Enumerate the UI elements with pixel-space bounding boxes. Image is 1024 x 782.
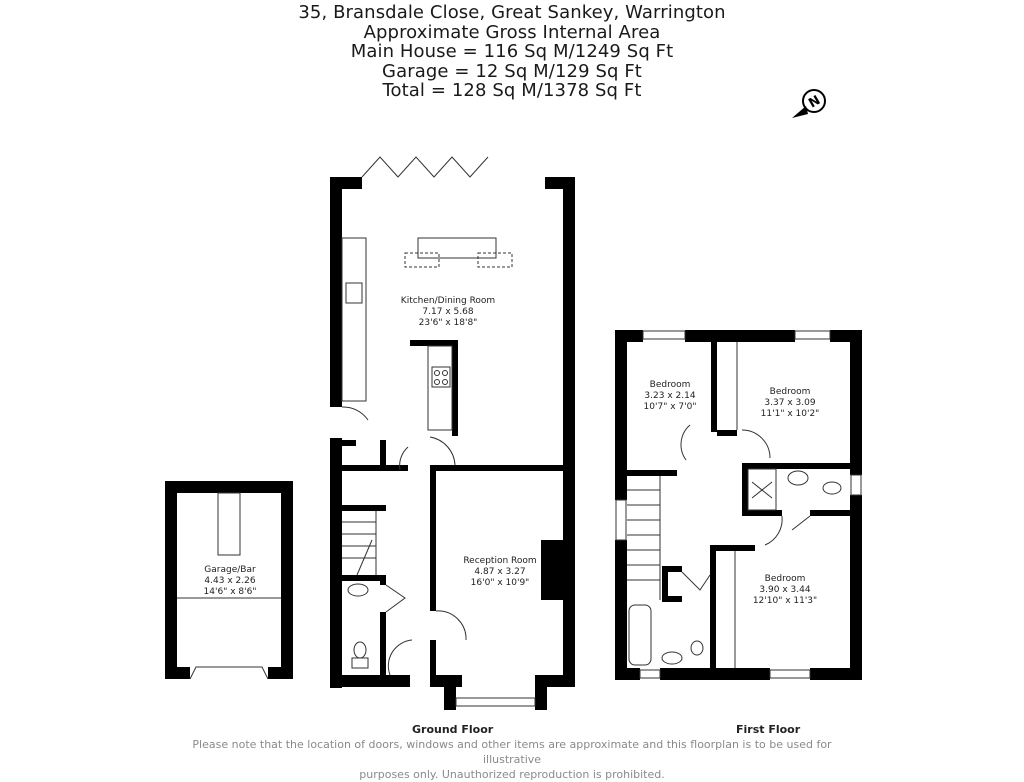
room-metric: 3.90 x 3.44 (759, 585, 811, 595)
room-imperial: 10'7" x 7'0" (643, 402, 697, 412)
room-imperial: 12'10" x 11'3" (752, 596, 818, 606)
disclaimer-line-1: Please note that the location of doors, … (192, 738, 832, 766)
first-floor-title: First Floor (736, 723, 801, 736)
room-name: Bedroom (649, 380, 691, 390)
room-imperial: 23'6" x 18'8" (418, 318, 478, 328)
disclaimer: Please note that the location of doors, … (170, 737, 854, 782)
room-metric: 4.87 x 3.27 (474, 567, 526, 577)
room-metric: 3.37 x 3.09 (764, 398, 816, 408)
room-name: Garage/Bar (204, 565, 256, 575)
room-label-garage: Garage/Bar 4.43 x 2.26 14'6" x 8'6" (178, 565, 282, 598)
room-label-reception: Reception Room 4.87 x 3.27 16'0" x 10'9" (440, 556, 560, 589)
room-metric: 4.43 x 2.26 (204, 576, 256, 586)
total-area: Total = 128 Sq M/1378 Sq Ft (382, 80, 642, 101)
room-label-kitchen: Kitchen/Dining Room 7.17 x 5.68 23'6" x … (388, 296, 508, 329)
room-name: Bedroom (764, 574, 806, 584)
room-label-bedroom-3: Bedroom 3.90 x 3.44 12'10" x 11'3" (740, 574, 830, 607)
area-subtitle: Approximate Gross Internal Area (363, 21, 661, 43)
disclaimer-line-2: purposes only. Unauthorized reproduction… (359, 768, 665, 781)
main-house-area: Main House = 116 Sq M/1249 Sq Ft (350, 41, 674, 62)
room-label-bedroom-1: Bedroom 3.23 x 2.14 10'7" x 7'0" (630, 380, 710, 413)
ground-floor-title: Ground Floor (412, 723, 494, 736)
room-imperial: 11'1" x 10'2" (760, 409, 820, 419)
plan-header: 35, Bransdale Close, Great Sankey, Warri… (0, 3, 1024, 101)
room-name: Kitchen/Dining Room (400, 296, 496, 306)
room-metric: 3.23 x 2.14 (644, 391, 696, 401)
room-imperial: 16'0" x 10'9" (470, 578, 530, 588)
north-compass-icon: N (792, 89, 826, 118)
room-metric: 7.17 x 5.68 (422, 307, 474, 317)
address-title: 35, Bransdale Close, Great Sankey, Warri… (298, 2, 726, 23)
room-label-bedroom-2: Bedroom 3.37 x 3.09 11'1" x 10'2" (745, 387, 835, 420)
garage-area: Garage = 12 Sq M/129 Sq Ft (382, 60, 642, 82)
room-imperial: 14'6" x 8'6" (203, 587, 257, 597)
room-name: Bedroom (769, 387, 811, 397)
room-name: Reception Room (463, 556, 537, 566)
